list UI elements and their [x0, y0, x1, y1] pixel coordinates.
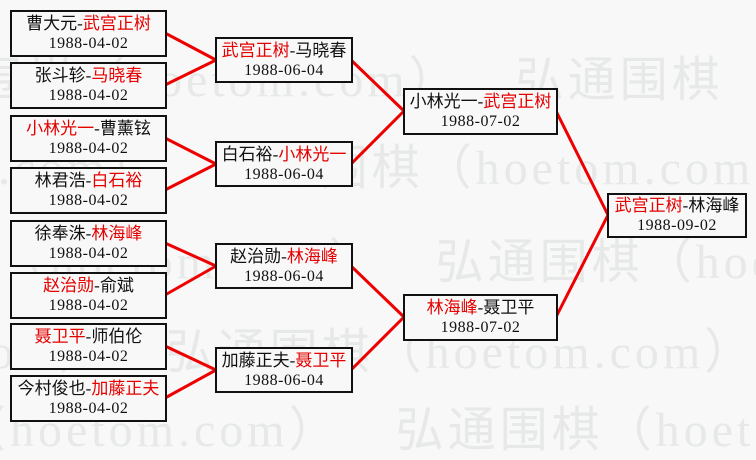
match-date: 1988-07-02 — [440, 319, 521, 336]
name-separator: - — [85, 327, 92, 346]
player-name: 小林光一 — [278, 144, 347, 164]
player-name: 林海峰 — [688, 196, 740, 215]
match-players: 林海峰-聂卫平 — [427, 297, 535, 318]
match-box-r2-3: 赵治勋-林海峰 1988-06-04 — [215, 243, 353, 289]
match-players: 徐奉洙-林海峰 — [35, 223, 143, 244]
match-players: 张斗轸-马晓春 — [35, 65, 143, 86]
match-box-r2-4: 加藤正夫-聂卫平 1988-06-04 — [215, 347, 353, 393]
player-name: 曹薰铉 — [99, 119, 151, 138]
match-date: 1988-04-02 — [48, 348, 129, 365]
match-date: 1988-04-02 — [48, 35, 129, 52]
match-players: 曹大元-武宫正树 — [26, 13, 151, 34]
player-name: 徐奉洙 — [34, 224, 86, 243]
name-separator: - — [289, 350, 296, 370]
match-date: 1988-04-02 — [48, 400, 129, 417]
match-date: 1988-04-02 — [48, 140, 129, 157]
match-date: 1988-06-04 — [244, 267, 324, 285]
match-players: 武宫正树-马晓春 — [222, 40, 347, 61]
name-separator: - — [281, 246, 287, 266]
player-name: 武宫正树 — [82, 14, 151, 33]
match-box-r1-8: 今村俊也-加藤正夫 1988-04-02 — [10, 375, 167, 422]
match-box-r2-1: 武宫正树-马晓春 1988-06-04 — [215, 37, 353, 83]
match-date: 1988-04-02 — [48, 245, 129, 262]
match-box-r1-5: 徐奉洙-林海峰 1988-04-02 — [10, 220, 167, 267]
match-box-r1-1: 曹大元-武宫正树 1988-04-02 — [10, 10, 167, 57]
match-date: 1988-09-02 — [637, 217, 717, 234]
player-name: 马晓春 — [91, 66, 143, 85]
player-name: 林海峰 — [426, 298, 478, 317]
match-box-r1-4: 林君浩-白石裕 1988-04-02 — [10, 167, 167, 214]
match-box-r1-6: 赵治勋-俞斌 1988-04-02 — [10, 272, 167, 319]
name-separator: - — [477, 92, 484, 111]
player-name: 林君浩 — [34, 171, 86, 190]
match-players: 聂卫平-师伯伦 — [35, 326, 143, 347]
match-players: 赵治勋-林海峰 — [230, 246, 338, 267]
player-name: 加藤正夫 — [91, 379, 160, 398]
match-box-final: 武宫正树-林海峰 1988-09-02 — [607, 193, 747, 238]
match-players: 林君浩-白石裕 — [35, 170, 143, 191]
player-name: 张斗轸 — [34, 66, 86, 85]
bracket-connector-lines — [164, 31, 610, 400]
match-box-r2-2: 白石裕-小林光一 1988-06-04 — [215, 141, 353, 187]
player-name: 聂卫平 — [295, 350, 347, 370]
name-separator: - — [85, 224, 92, 243]
match-players: 赵治勋-俞斌 — [43, 275, 134, 296]
match-players: 小林光一-曹薰铉 — [26, 118, 151, 139]
player-name: 曹大元 — [26, 14, 78, 33]
match-date: 1988-06-04 — [244, 371, 324, 389]
match-players: 加藤正夫-聂卫平 — [222, 350, 347, 371]
name-separator: - — [94, 276, 100, 295]
match-box-r1-7: 聂卫平-师伯伦 1988-04-02 — [10, 323, 167, 370]
player-name: 俞斌 — [99, 276, 134, 295]
player-name: 林海峰 — [286, 246, 338, 266]
match-players: 武宫正树-林海峰 — [615, 195, 740, 216]
player-name: 师伯伦 — [91, 327, 143, 346]
name-separator: - — [272, 144, 279, 164]
player-name: 小林光一 — [409, 92, 478, 111]
match-players: 小林光一-武宫正树 — [410, 91, 552, 112]
name-separator: - — [85, 66, 92, 85]
player-name: 聂卫平 — [34, 327, 86, 346]
match-date: 1988-06-04 — [244, 165, 324, 183]
player-name: 武宫正树 — [614, 196, 683, 215]
name-separator: - — [289, 40, 296, 60]
player-name: 赵治勋 — [43, 276, 95, 295]
name-separator: - — [85, 379, 92, 398]
player-name: 小林光一 — [26, 119, 95, 138]
player-name: 今村俊也 — [17, 379, 86, 398]
match-date: 1988-04-02 — [48, 87, 129, 104]
bracket-page: { "separator": "-", "watermark": { "text… — [0, 10, 756, 457]
name-separator: - — [682, 196, 689, 215]
match-players: 白石裕-小林光一 — [222, 144, 347, 165]
match-date: 1988-06-04 — [244, 61, 324, 79]
player-name: 白石裕 — [221, 144, 273, 164]
player-name: 武宫正树 — [221, 40, 290, 60]
match-date: 1988-04-02 — [48, 192, 129, 209]
match-box-r1-2: 张斗轸-马晓春 1988-04-02 — [10, 62, 167, 109]
match-date: 1988-07-02 — [440, 113, 521, 130]
player-name: 赵治勋 — [230, 246, 282, 266]
player-name: 林海峰 — [91, 224, 143, 243]
player-name: 聂卫平 — [483, 298, 535, 317]
player-name: 武宫正树 — [483, 92, 552, 111]
player-name: 白石裕 — [91, 171, 143, 190]
name-separator: - — [94, 119, 100, 138]
match-box-sf-2: 林海峰-聂卫平 1988-07-02 — [403, 294, 558, 341]
player-name: 加藤正夫 — [221, 350, 290, 370]
match-date: 1988-04-02 — [48, 297, 129, 314]
match-box-sf-1: 小林光一-武宫正树 1988-07-02 — [403, 88, 558, 135]
name-separator: - — [477, 298, 484, 317]
name-separator: - — [77, 14, 83, 33]
name-separator: - — [85, 171, 92, 190]
match-players: 今村俊也-加藤正夫 — [18, 378, 160, 399]
player-name: 马晓春 — [295, 40, 347, 60]
match-box-r1-3: 小林光一-曹薰铉 1988-04-02 — [10, 115, 167, 162]
